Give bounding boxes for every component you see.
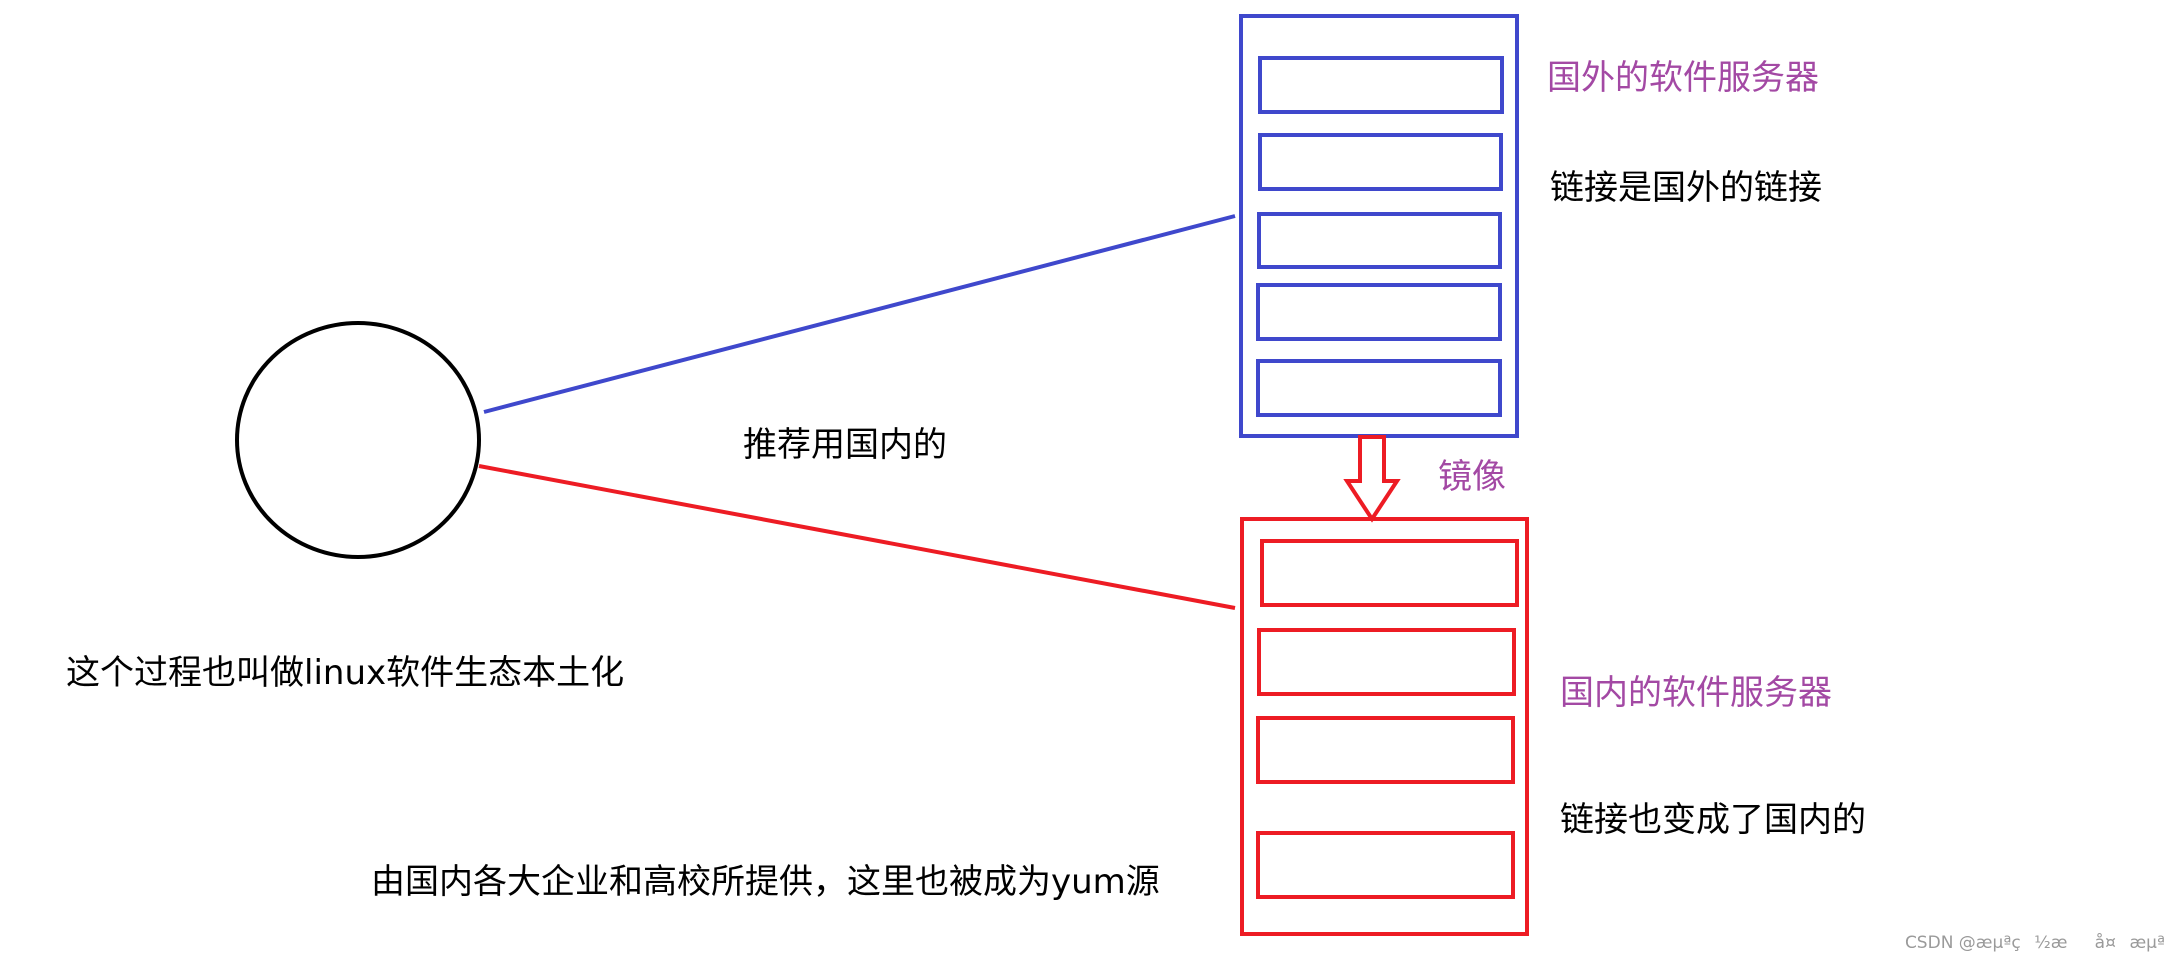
foreign-server <box>1239 14 1519 438</box>
domestic-connection-line <box>478 464 1236 610</box>
foreign-server-slot <box>1256 283 1502 341</box>
localization-note: 这个过程也叫做linux软件生态本土化 <box>66 653 625 693</box>
domestic-link-label: 链接也变成了国内的 <box>1560 800 1866 840</box>
provider-note: 由国内各大企业和高校所提供，这里也被成为yum源 <box>371 862 1160 902</box>
foreign-server-label: 国外的软件服务器 <box>1547 58 1819 98</box>
domestic-server-slot <box>1260 539 1519 607</box>
domestic-server <box>1240 517 1529 936</box>
csdn-watermark: CSDN @æµªç½æå¤æµª <box>1904 933 2165 953</box>
domestic-server-slot <box>1257 628 1516 696</box>
mirror-label: 镜像 <box>1438 457 1506 497</box>
foreign-server-frame <box>1239 14 1519 438</box>
domestic-server-label: 国内的软件服务器 <box>1560 673 1832 713</box>
recommend-label: 推荐用国内的 <box>743 425 947 465</box>
client-circle <box>235 321 481 559</box>
foreign-server-slot <box>1258 133 1503 191</box>
domestic-server-slot <box>1256 831 1515 899</box>
foreign-server-slot <box>1258 56 1504 114</box>
foreign-connection-line <box>483 214 1236 414</box>
foreign-server-slot <box>1256 359 1502 417</box>
mirror-arrow-icon <box>1343 435 1401 523</box>
domestic-server-frame <box>1240 517 1529 936</box>
foreign-link-label: 链接是国外的链接 <box>1550 168 1822 208</box>
domestic-server-slot <box>1256 716 1515 784</box>
foreign-server-slot <box>1257 212 1502 269</box>
